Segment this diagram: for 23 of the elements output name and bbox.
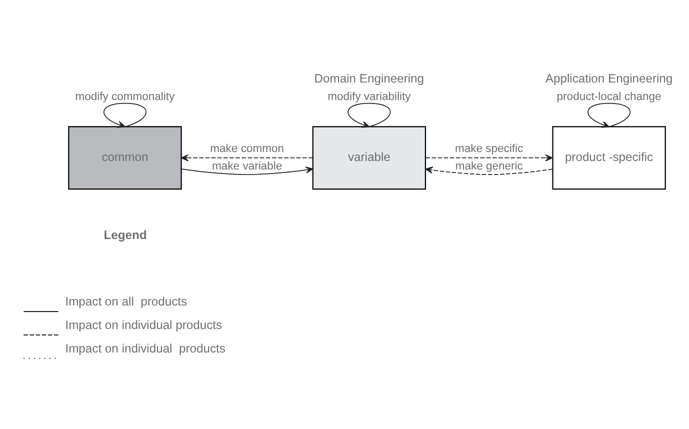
arrow	[425, 154, 553, 161]
arrow	[588, 102, 631, 128]
edge-label: make specific	[455, 142, 524, 155]
legend-label: Impact on individual products	[65, 318, 222, 332]
node-box: common	[68, 126, 182, 190]
label: Domain Engineering	[314, 70, 424, 85]
label: Legend	[104, 227, 147, 242]
label: Application Engineering	[545, 70, 673, 85]
node-box: variable	[312, 126, 426, 190]
edge-label: make common	[210, 142, 284, 155]
arrow	[180, 166, 314, 175]
arrow	[425, 166, 554, 174]
arrow	[104, 102, 147, 128]
node-box: product -specific	[552, 126, 666, 190]
edge-label: modify commonality	[75, 90, 175, 103]
arrow	[180, 154, 314, 161]
edge-label: modify variability	[328, 90, 411, 103]
edge-label: make variable	[212, 160, 282, 172]
legend-label: Impact on all products	[65, 294, 188, 308]
arrow	[348, 102, 391, 128]
edge-label: product-local change	[556, 90, 662, 103]
legend-label: Impact on individual products	[65, 340, 226, 355]
edge-label: make generic	[455, 160, 523, 172]
